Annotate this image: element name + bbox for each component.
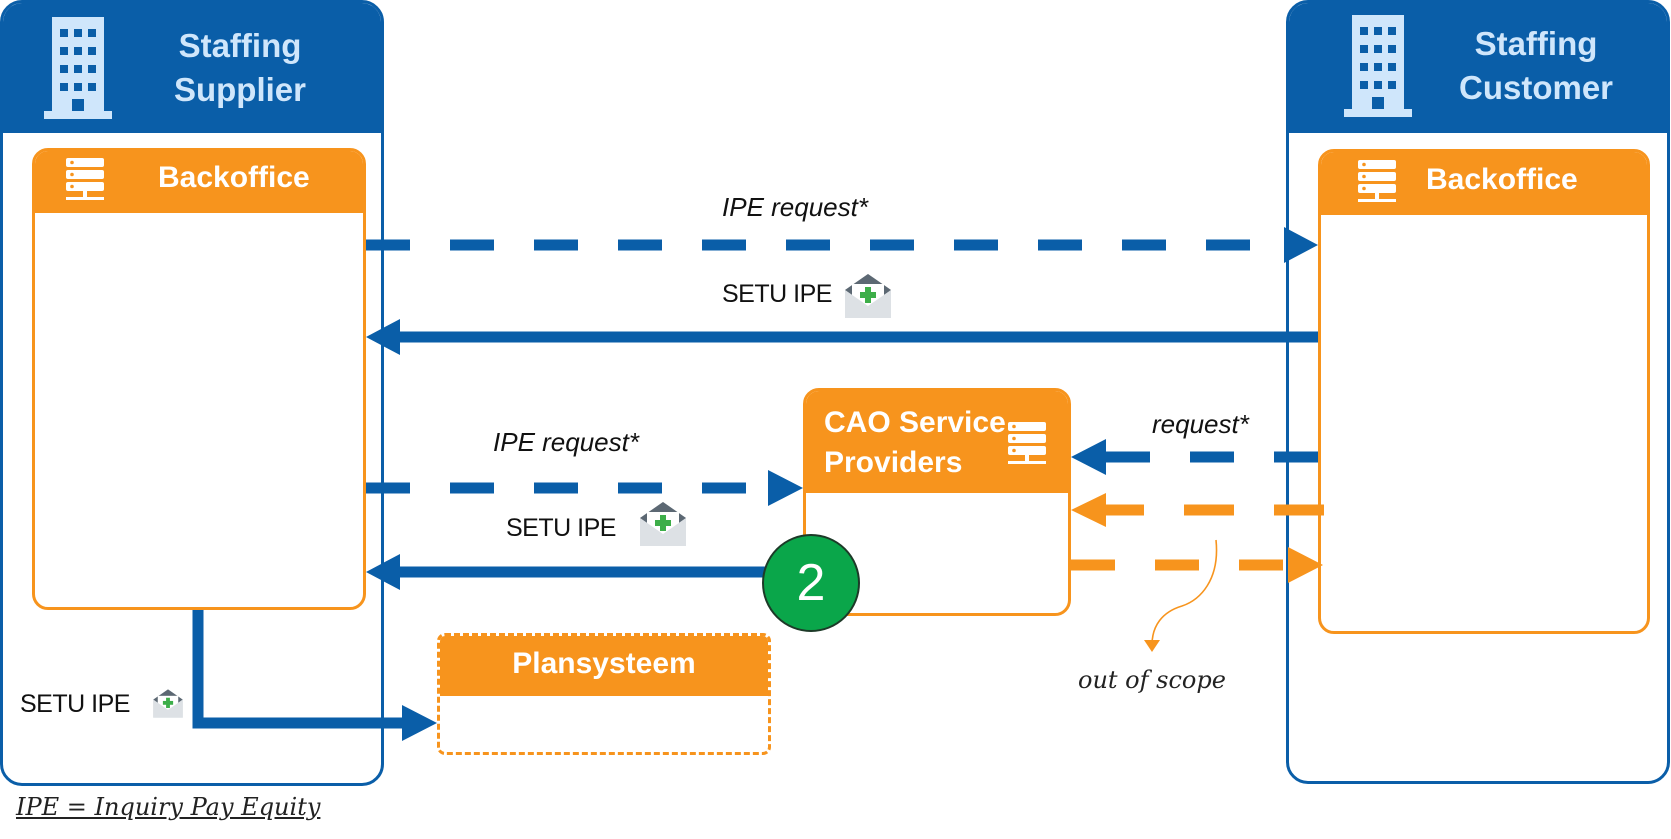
cao-request-label: request* xyxy=(1152,409,1249,439)
out-of-scope-outbound-arrow xyxy=(1071,547,1323,583)
out-of-scope-label: out of scope xyxy=(1078,666,1226,694)
envelope-icon xyxy=(843,272,893,320)
mid-request-label: IPE request* xyxy=(493,427,639,457)
staffing-customer-title: Staffing Customer xyxy=(1458,25,1614,106)
plansysteem-message-label: SETU IPE xyxy=(20,690,130,718)
server-icon xyxy=(66,158,104,202)
out-of-scope-inbound-arrow xyxy=(1071,493,1324,527)
envelope-icon xyxy=(638,500,688,548)
legend-ipe: IPE = Inquiry Pay Equity xyxy=(16,793,321,821)
step-badge: 2 xyxy=(762,534,860,632)
top-request-label: IPE request* xyxy=(722,192,868,222)
top-response-arrow xyxy=(366,319,1318,355)
mid-response-arrow xyxy=(366,554,780,590)
cao-title: CAO Service Providers xyxy=(824,406,1006,479)
plansysteem-arrow xyxy=(192,610,437,741)
mid-response-label: SETU IPE xyxy=(506,514,616,542)
plansysteem-header xyxy=(440,636,768,696)
top-response-label: SETU IPE xyxy=(722,280,832,308)
server-icon xyxy=(1358,160,1396,204)
mid-request-arrow xyxy=(366,470,803,506)
envelope-icon xyxy=(152,688,184,719)
step-badge-number: 2 xyxy=(796,554,826,612)
plansysteem-box xyxy=(437,633,771,755)
building-icon xyxy=(1344,15,1412,117)
server-icon xyxy=(1008,422,1046,466)
staffing-supplier-title: Staffing Supplier xyxy=(173,27,307,108)
out-of-scope-pointer xyxy=(1144,539,1218,652)
plansysteem-title: Plansysteem xyxy=(512,647,696,680)
top-request-arrow xyxy=(366,227,1318,263)
supplier-backoffice-title: Backoffice xyxy=(158,161,310,194)
supplier-backoffice-box xyxy=(32,148,366,610)
cao-request-arrow xyxy=(1071,439,1318,475)
building-icon xyxy=(44,17,112,119)
customer-backoffice-title: Backoffice xyxy=(1426,163,1578,196)
